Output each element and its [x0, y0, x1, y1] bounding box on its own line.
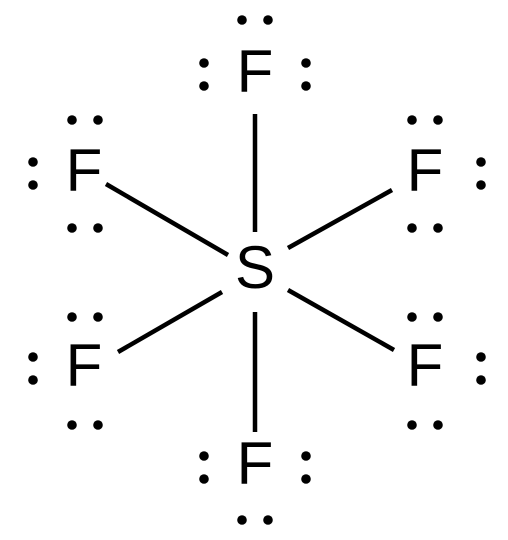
fluorine-lower-right: F [407, 332, 444, 399]
electron-dot [407, 420, 417, 430]
lone-pair-upper-left-3 [28, 157, 38, 190]
electron-dot [67, 420, 77, 430]
lone-pair-top-1 [237, 15, 273, 25]
bond-s-f-lower-left [116, 290, 224, 354]
lone-pair-bottom-2 [199, 451, 209, 484]
lone-pair-lower-left-3 [28, 352, 38, 385]
electron-dot [407, 223, 417, 233]
lone-pair-upper-left-1 [67, 115, 103, 125]
electron-dot [433, 312, 443, 322]
lone-pair-top-3 [301, 58, 311, 91]
electron-dot [301, 58, 311, 68]
lone-pair-lower-right-1 [407, 312, 443, 322]
lone-pairs [28, 15, 486, 525]
electron-dot [93, 420, 103, 430]
electron-dot [407, 115, 417, 125]
electron-dot [67, 312, 77, 322]
lone-pair-bottom-3 [301, 451, 311, 484]
electron-dot [476, 352, 486, 362]
electron-dot [28, 180, 38, 190]
electron-dot [301, 451, 311, 461]
bond-s-f-lower-right [286, 288, 396, 352]
fluorine-upper-right: F [407, 137, 444, 204]
lone-pair-upper-right-3 [476, 157, 486, 190]
fluorine-upper-left: F [66, 137, 103, 204]
electron-dot [433, 420, 443, 430]
electron-dot [199, 474, 209, 484]
electron-dot [199, 81, 209, 91]
electron-dot [407, 312, 417, 322]
electron-dot [28, 157, 38, 167]
electron-dot [199, 58, 209, 68]
electron-dot [28, 375, 38, 385]
electron-dot [199, 451, 209, 461]
electron-dot [263, 15, 273, 25]
electron-dot [93, 312, 103, 322]
lone-pair-lower-right-2 [407, 420, 443, 430]
electron-dot [476, 375, 486, 385]
electron-dot [301, 474, 311, 484]
electron-dot [476, 180, 486, 190]
electron-dot [237, 15, 247, 25]
fluorine-top: F [237, 38, 274, 105]
electron-dot [28, 352, 38, 362]
lone-pair-upper-left-2 [67, 223, 103, 233]
electron-dot [301, 81, 311, 91]
lone-pair-lower-right-3 [476, 352, 486, 385]
electron-dot [433, 223, 443, 233]
bond-s-f-upper-right [286, 188, 394, 250]
fluorine-lower-left: F [66, 332, 103, 399]
central-atom-s: S [235, 234, 275, 301]
electron-dot [93, 223, 103, 233]
lone-pair-upper-right-1 [407, 115, 443, 125]
electron-dot [263, 515, 273, 525]
lone-pair-lower-left-2 [67, 420, 103, 430]
fluorine-bottom: F [237, 430, 274, 497]
electron-dot [237, 515, 247, 525]
electron-dot [476, 157, 486, 167]
lone-pair-bottom-1 [237, 515, 273, 525]
lone-pair-upper-right-2 [407, 223, 443, 233]
electron-dot [93, 115, 103, 125]
lone-pair-top-2 [199, 58, 209, 91]
lone-pair-lower-left-1 [67, 312, 103, 322]
electron-dot [433, 115, 443, 125]
bond-s-f-upper-left [104, 182, 230, 257]
electron-dot [67, 115, 77, 125]
electron-dot [67, 223, 77, 233]
